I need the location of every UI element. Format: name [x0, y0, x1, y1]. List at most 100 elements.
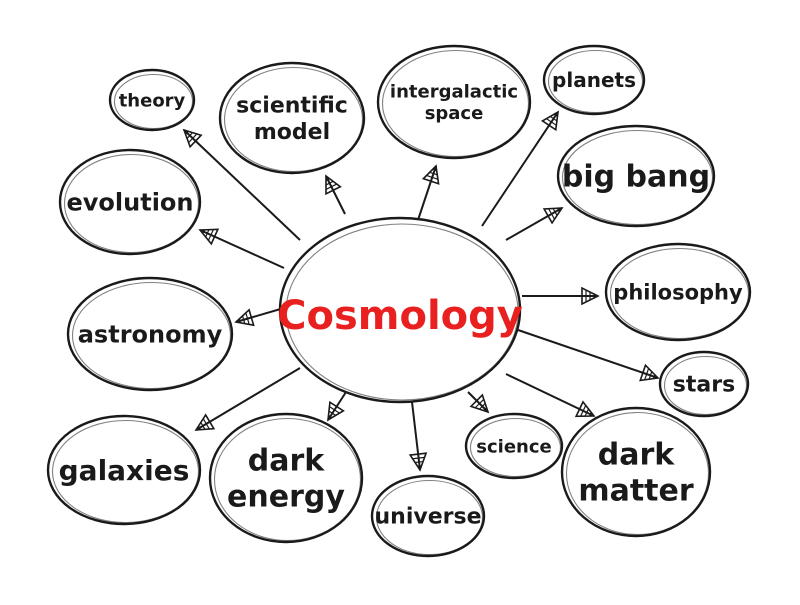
node-label: galaxies — [59, 454, 190, 487]
edge-line — [481, 111, 559, 227]
edge-arrowhead-hatch — [549, 115, 558, 122]
edge-arrowhead-hatch — [652, 374, 656, 379]
edge-arrowhead-hatch — [328, 410, 337, 416]
edge-arrowhead-hatch — [429, 171, 438, 176]
edge-science — [467, 391, 490, 414]
edge-philosophy — [522, 286, 600, 306]
node-outline — [66, 276, 234, 392]
edge-line — [467, 391, 489, 413]
edge-arrowhead-hatch — [580, 405, 587, 417]
edge-arrowhead-hatch — [197, 425, 201, 430]
center-node-outline — [278, 216, 522, 404]
edge-arrowhead-hatch — [474, 398, 485, 409]
node-label: science — [476, 436, 551, 457]
edge-scientific-model — [325, 174, 346, 215]
edge-arrowhead-hatch — [584, 408, 590, 417]
center-node: Cosmology — [277, 216, 523, 404]
edge-arrowhead-hatch — [412, 456, 425, 460]
edge-galaxies — [194, 367, 301, 431]
edge-line — [517, 329, 659, 379]
edge-arrowhead-hatch — [202, 229, 206, 234]
node-big-bang: big bang — [556, 124, 716, 228]
edge-arrowhead-hatch — [238, 318, 241, 323]
edge-arrowhead-hatch — [207, 229, 214, 241]
node-sketch-line — [51, 419, 200, 524]
edge-arrowhead-hatch — [241, 315, 246, 324]
edge-arrowhead-hatch — [426, 174, 439, 180]
node-outline — [464, 412, 564, 480]
node-science: science — [464, 412, 564, 480]
node-outline — [46, 414, 202, 526]
node-evolution: evolution — [58, 148, 202, 256]
edge-arrowhead-hatch — [552, 208, 558, 216]
node-outline — [208, 412, 364, 544]
edge-dark-energy — [327, 391, 347, 422]
node-outline — [556, 124, 716, 228]
edge-arrowhead-hatch — [553, 113, 558, 117]
edge-big-bang — [505, 207, 564, 241]
edge-astronomy — [234, 307, 285, 327]
node-sketch-line — [469, 417, 562, 478]
edge-arrowhead-hatch — [546, 118, 557, 126]
center-node-label: Cosmology — [277, 293, 523, 339]
node-sketch-line — [213, 417, 362, 542]
edge-theory — [182, 128, 301, 241]
node-sketch-line — [565, 411, 710, 536]
edge-arrowhead-hatch — [648, 371, 653, 380]
node-label: evolution — [67, 188, 194, 216]
node-outline — [560, 406, 712, 538]
edge-arrowhead-hatch — [415, 460, 424, 464]
node-outline — [376, 44, 532, 160]
node-outline — [58, 148, 202, 256]
edge-line — [199, 229, 285, 269]
edge-line — [325, 175, 346, 215]
edge-arrowhead-hatch — [483, 407, 488, 412]
edge-arrowhead-hatch — [325, 183, 338, 190]
edge-evolution — [198, 228, 285, 269]
edge-line — [417, 165, 437, 221]
node-label: universe — [375, 505, 482, 530]
node-sketch-line — [375, 479, 484, 556]
edge-line — [505, 373, 595, 417]
node-outline — [604, 242, 752, 342]
edge-planets — [481, 110, 559, 227]
node-sketch-line — [223, 66, 364, 173]
node-sketch-line — [547, 49, 644, 114]
node-sketch-line — [663, 355, 748, 416]
node-label: astronomy — [78, 320, 223, 348]
node-outline — [218, 61, 366, 175]
node-sketch-line — [609, 247, 750, 340]
edge-arrowhead-hatch — [205, 229, 210, 238]
edge-line — [505, 207, 563, 241]
node-philosophy: philosophy — [604, 242, 752, 342]
edge-intergalactic-space — [417, 164, 440, 221]
edge-arrowhead-hatch — [328, 415, 333, 419]
edge-arrowhead-hatch — [548, 208, 556, 220]
node-label: philosophy — [613, 280, 743, 304]
node-theory: theory — [108, 68, 196, 132]
edge-arrowhead-hatch — [188, 133, 198, 144]
node-galaxies: galaxies — [46, 414, 202, 526]
node-astronomy: astronomy — [66, 276, 234, 392]
node-sketch-line — [71, 281, 232, 390]
edge-universe — [408, 401, 428, 472]
edge-dark-matter — [505, 373, 596, 418]
edge-line — [183, 129, 301, 241]
edge-layer — [182, 110, 660, 472]
edge-arrowhead-hatch — [325, 180, 334, 186]
node-sketch-line — [381, 49, 530, 158]
edge-arrowhead-hatch — [432, 168, 437, 171]
node-label: planets — [552, 68, 636, 92]
node-sketch-line — [63, 153, 200, 254]
edge-arrowhead-hatch — [202, 418, 210, 430]
edge-line — [195, 367, 301, 431]
edge-arrowhead-hatch — [325, 178, 330, 182]
node-sketch-line — [561, 129, 714, 226]
